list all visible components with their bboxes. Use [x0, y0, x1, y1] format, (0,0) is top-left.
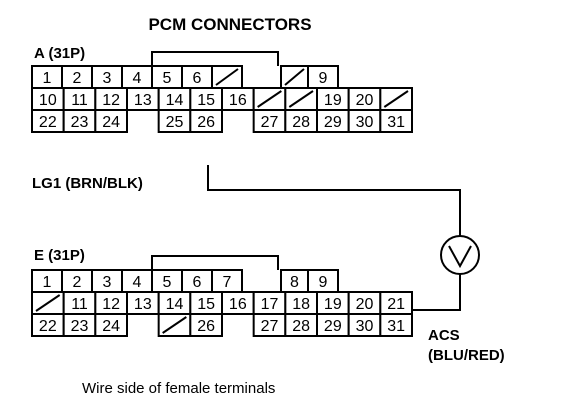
connector-e-terminal-number: 9 [319, 274, 328, 291]
connector-e-terminal-number: 3 [103, 274, 112, 291]
connector-e-latch [151, 255, 279, 270]
connector-e-terminal-number: 11 [71, 296, 88, 313]
connector-a-terminal-number: 12 [102, 92, 120, 109]
connector-e-terminal-number: 26 [197, 318, 215, 335]
connector-e-terminal-number: 14 [166, 296, 184, 313]
connector-e-blank-terminal [35, 294, 61, 312]
caption: Wire side of female terminals [82, 380, 275, 397]
connector-e-terminal-number: 6 [193, 274, 202, 291]
connector-e-terminal-number: 30 [356, 318, 374, 335]
connector-a-blank-terminal [257, 90, 282, 108]
connector-a-terminal-cell [94, 109, 129, 133]
connector-a-label: A (31P) [34, 45, 85, 62]
connector-e-terminal-cell [189, 313, 223, 337]
connector-e-terminal-number: 13 [134, 296, 152, 313]
voltmeter-icon [440, 235, 480, 275]
connector-a-terminal-number: 19 [324, 92, 342, 109]
connector-e-terminal-number: 17 [261, 296, 279, 313]
connector-a-terminal-number: 14 [166, 92, 184, 109]
connector-e-terminal-number: 22 [39, 318, 57, 335]
probe-wire-a26 [207, 165, 461, 236]
connector-e-terminal-number: 15 [197, 296, 215, 313]
connector-a-terminal-number: 24 [102, 114, 120, 131]
connector-e-terminal-number: 1 [43, 274, 52, 291]
connector-a-terminal-cell [379, 109, 414, 133]
connector-e-terminal-number: 24 [102, 318, 120, 335]
connector-a-terminal-number: 11 [71, 92, 88, 109]
connector-a-terminal-cell [189, 109, 223, 133]
connector-e-terminal-number: 8 [290, 274, 299, 291]
connector-e-terminal-number: 2 [73, 274, 82, 291]
diagram-title: PCM CONNECTORS [148, 15, 311, 34]
connector-e-terminal-cell [379, 313, 414, 337]
probe-wire-e21 [412, 274, 461, 311]
connector-e-terminal-number: 7 [223, 274, 232, 291]
connector-a-terminal-number: 22 [39, 114, 57, 131]
connector-a-terminal-number: 28 [292, 114, 310, 131]
connector-a-terminal-number: 2 [73, 70, 82, 87]
connector-a-blank-terminal [215, 68, 239, 86]
connector-a-latch [151, 51, 279, 66]
connector-e-label: E (31P) [34, 247, 85, 264]
connector-e-terminal-number: 12 [102, 296, 120, 313]
connector-a-terminal-number: 23 [71, 114, 89, 131]
connector-a-terminal-number: 1 [43, 70, 52, 87]
connector-a-blank-terminal [284, 68, 305, 86]
connector-e-terminal-number: 23 [71, 318, 89, 335]
connector-a-terminal-number: 27 [261, 114, 279, 131]
connector-a-terminal-number: 3 [103, 70, 112, 87]
connector-a-terminal-number: 4 [133, 70, 142, 87]
connector-e-wire-label-color: (BLU/RED) [428, 347, 505, 364]
connector-e-terminal-cell [94, 313, 129, 337]
connector-a-terminal-number: 31 [387, 114, 405, 131]
connector-a-terminal-number: 9 [319, 70, 328, 87]
connector-e-terminal-number: 20 [356, 296, 374, 313]
connector-e-terminal-number: 18 [292, 296, 310, 313]
connector-a-terminal-number: 10 [39, 92, 57, 109]
connector-a-terminal-number: 16 [229, 92, 247, 109]
connector-a-terminal-number: 26 [197, 114, 215, 131]
connector-e-terminal-number: 31 [387, 318, 405, 335]
connector-e-terminal-number: 27 [261, 318, 279, 335]
connector-e-terminal-number: 19 [324, 296, 342, 313]
connector-a-terminal-number: 30 [356, 114, 374, 131]
connector-a-terminal-number: 25 [166, 114, 184, 131]
connector-e-blank-terminal [162, 316, 187, 334]
connector-a-terminal-number: 13 [134, 92, 152, 109]
connector-e-terminal-number: 16 [229, 296, 247, 313]
connector-a-blank-terminal [288, 90, 314, 108]
connector-a-terminal-number: 20 [356, 92, 374, 109]
connector-a-wire-label: LG1 (BRN/BLK) [32, 175, 143, 192]
connector-a-terminal-number: 15 [197, 92, 215, 109]
connector-e-terminal-number: 29 [324, 318, 342, 335]
connector-e-wire-label: ACS [428, 327, 460, 344]
connector-a-terminal-number: 29 [324, 114, 342, 131]
connector-a-terminal-number: 5 [163, 70, 172, 87]
connector-a-terminal-number: 6 [193, 70, 202, 87]
connector-e-terminal-number: 21 [387, 296, 405, 313]
connector-e-terminal-number: 5 [163, 274, 172, 291]
connector-a-blank-terminal [383, 90, 409, 108]
connector-e-terminal-number: 4 [133, 274, 142, 291]
connector-e-terminal-number: 28 [292, 318, 310, 335]
